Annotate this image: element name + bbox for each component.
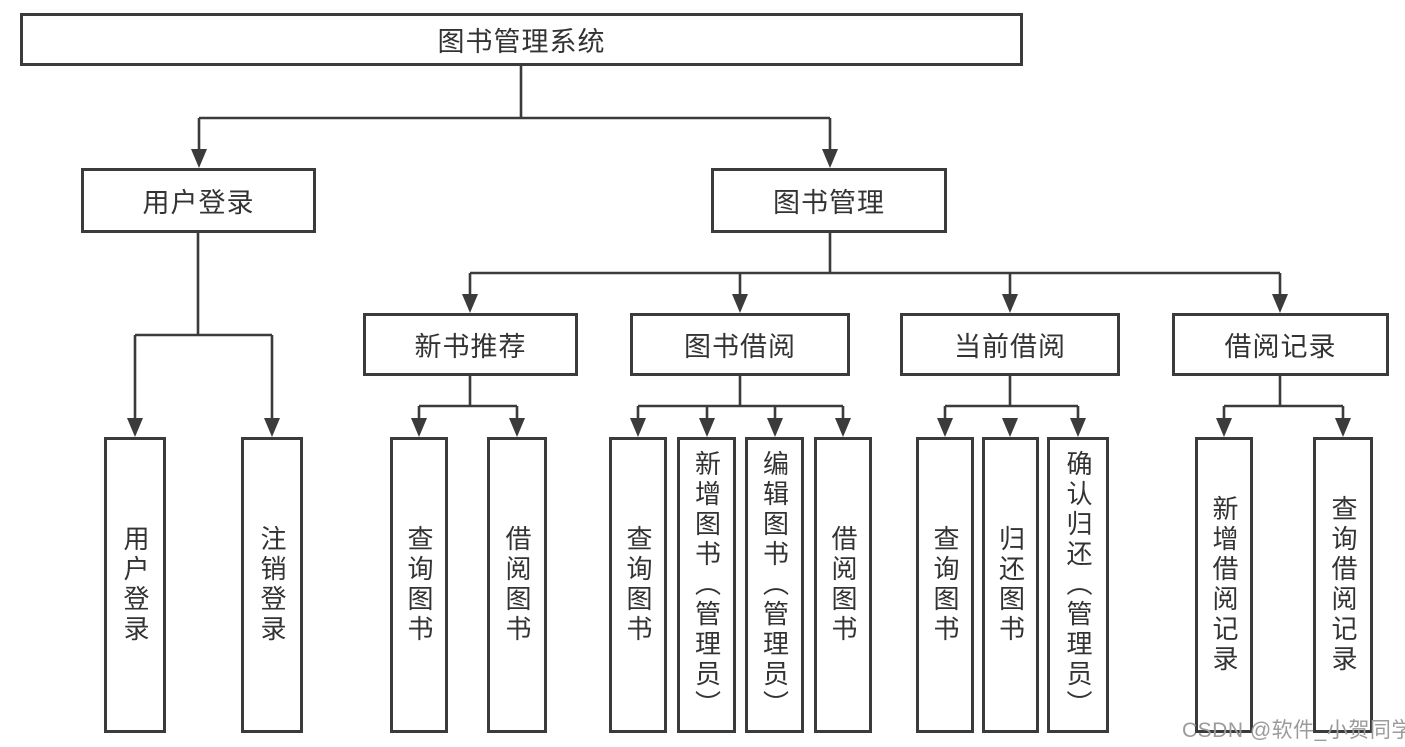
arrowheads <box>127 149 1351 437</box>
leaf-newbook-query-books: 查询图书 <box>390 437 448 733</box>
leaf-current-query-books-label: 查询图书 <box>930 525 960 645</box>
node-user-login-label: 用户登录 <box>142 188 255 218</box>
leaf-borrow-add-books-admin: 新增图书（管理员） <box>677 437 736 733</box>
leaf-newbook-borrow-books: 借阅图书 <box>487 437 547 733</box>
leaf-newbook-borrow-books-label: 借阅图书 <box>502 525 532 645</box>
leaf-current-return-books: 归还图书 <box>982 437 1039 733</box>
leaf-borrow-query-books-label: 查询图书 <box>623 525 653 645</box>
leaf-records-query-borrow-record: 查询借阅记录 <box>1313 437 1373 733</box>
leaf-borrow-query-books: 查询图书 <box>609 437 667 733</box>
node-user-login: 用户登录 <box>81 168 316 233</box>
leaf-logout-label: 注销登录 <box>257 525 287 645</box>
leaf-records-add-borrow-record-label: 新增借阅记录 <box>1209 495 1239 675</box>
node-book-borrow-label: 图书借阅 <box>684 332 796 362</box>
node-borrow-records-label: 借阅记录 <box>1224 332 1337 362</box>
node-book-management: 图书管理 <box>711 168 947 233</box>
leaf-logout: 注销登录 <box>241 437 303 733</box>
node-current-borrow-label: 当前借阅 <box>954 332 1066 362</box>
node-book-borrow: 图书借阅 <box>630 313 850 376</box>
leaf-borrow-borrow-books: 借阅图书 <box>814 437 872 733</box>
leaf-current-confirm-return-admin: 确认归还（管理员） <box>1047 437 1109 733</box>
leaf-current-confirm-return-admin-label: 确认归还（管理员） <box>1063 450 1093 720</box>
node-borrow-records: 借阅记录 <box>1172 313 1389 376</box>
leaf-records-query-borrow-record-label: 查询借阅记录 <box>1328 495 1358 675</box>
node-new-book-recommend-label: 新书推荐 <box>414 332 527 362</box>
node-root: 图书管理系统 <box>20 13 1023 66</box>
node-new-book-recommend: 新书推荐 <box>363 313 578 376</box>
leaf-current-return-books-label: 归还图书 <box>995 525 1026 645</box>
node-current-borrow: 当前借阅 <box>900 313 1120 376</box>
leaf-records-add-borrow-record: 新增借阅记录 <box>1195 437 1253 733</box>
csdn-watermark: CSDN @软件_小贺同学 <box>1182 719 1405 742</box>
leaf-borrow-borrow-books-label: 借阅图书 <box>828 525 858 645</box>
leaf-borrow-add-books-admin-label: 新增图书（管理员） <box>691 450 722 720</box>
node-root-label: 图书管理系统 <box>437 27 606 57</box>
leaf-current-query-books: 查询图书 <box>916 437 974 733</box>
leaf-newbook-query-books-label: 查询图书 <box>404 525 434 645</box>
leaf-borrow-edit-books-admin-label: 编辑图书（管理员） <box>759 450 790 720</box>
leaf-borrow-edit-books-admin: 编辑图书（管理员） <box>745 437 804 733</box>
node-book-management-label: 图书管理 <box>773 188 885 218</box>
leaf-user-login-label: 用户登录 <box>120 525 150 645</box>
leaf-user-login: 用户登录 <box>104 437 166 733</box>
